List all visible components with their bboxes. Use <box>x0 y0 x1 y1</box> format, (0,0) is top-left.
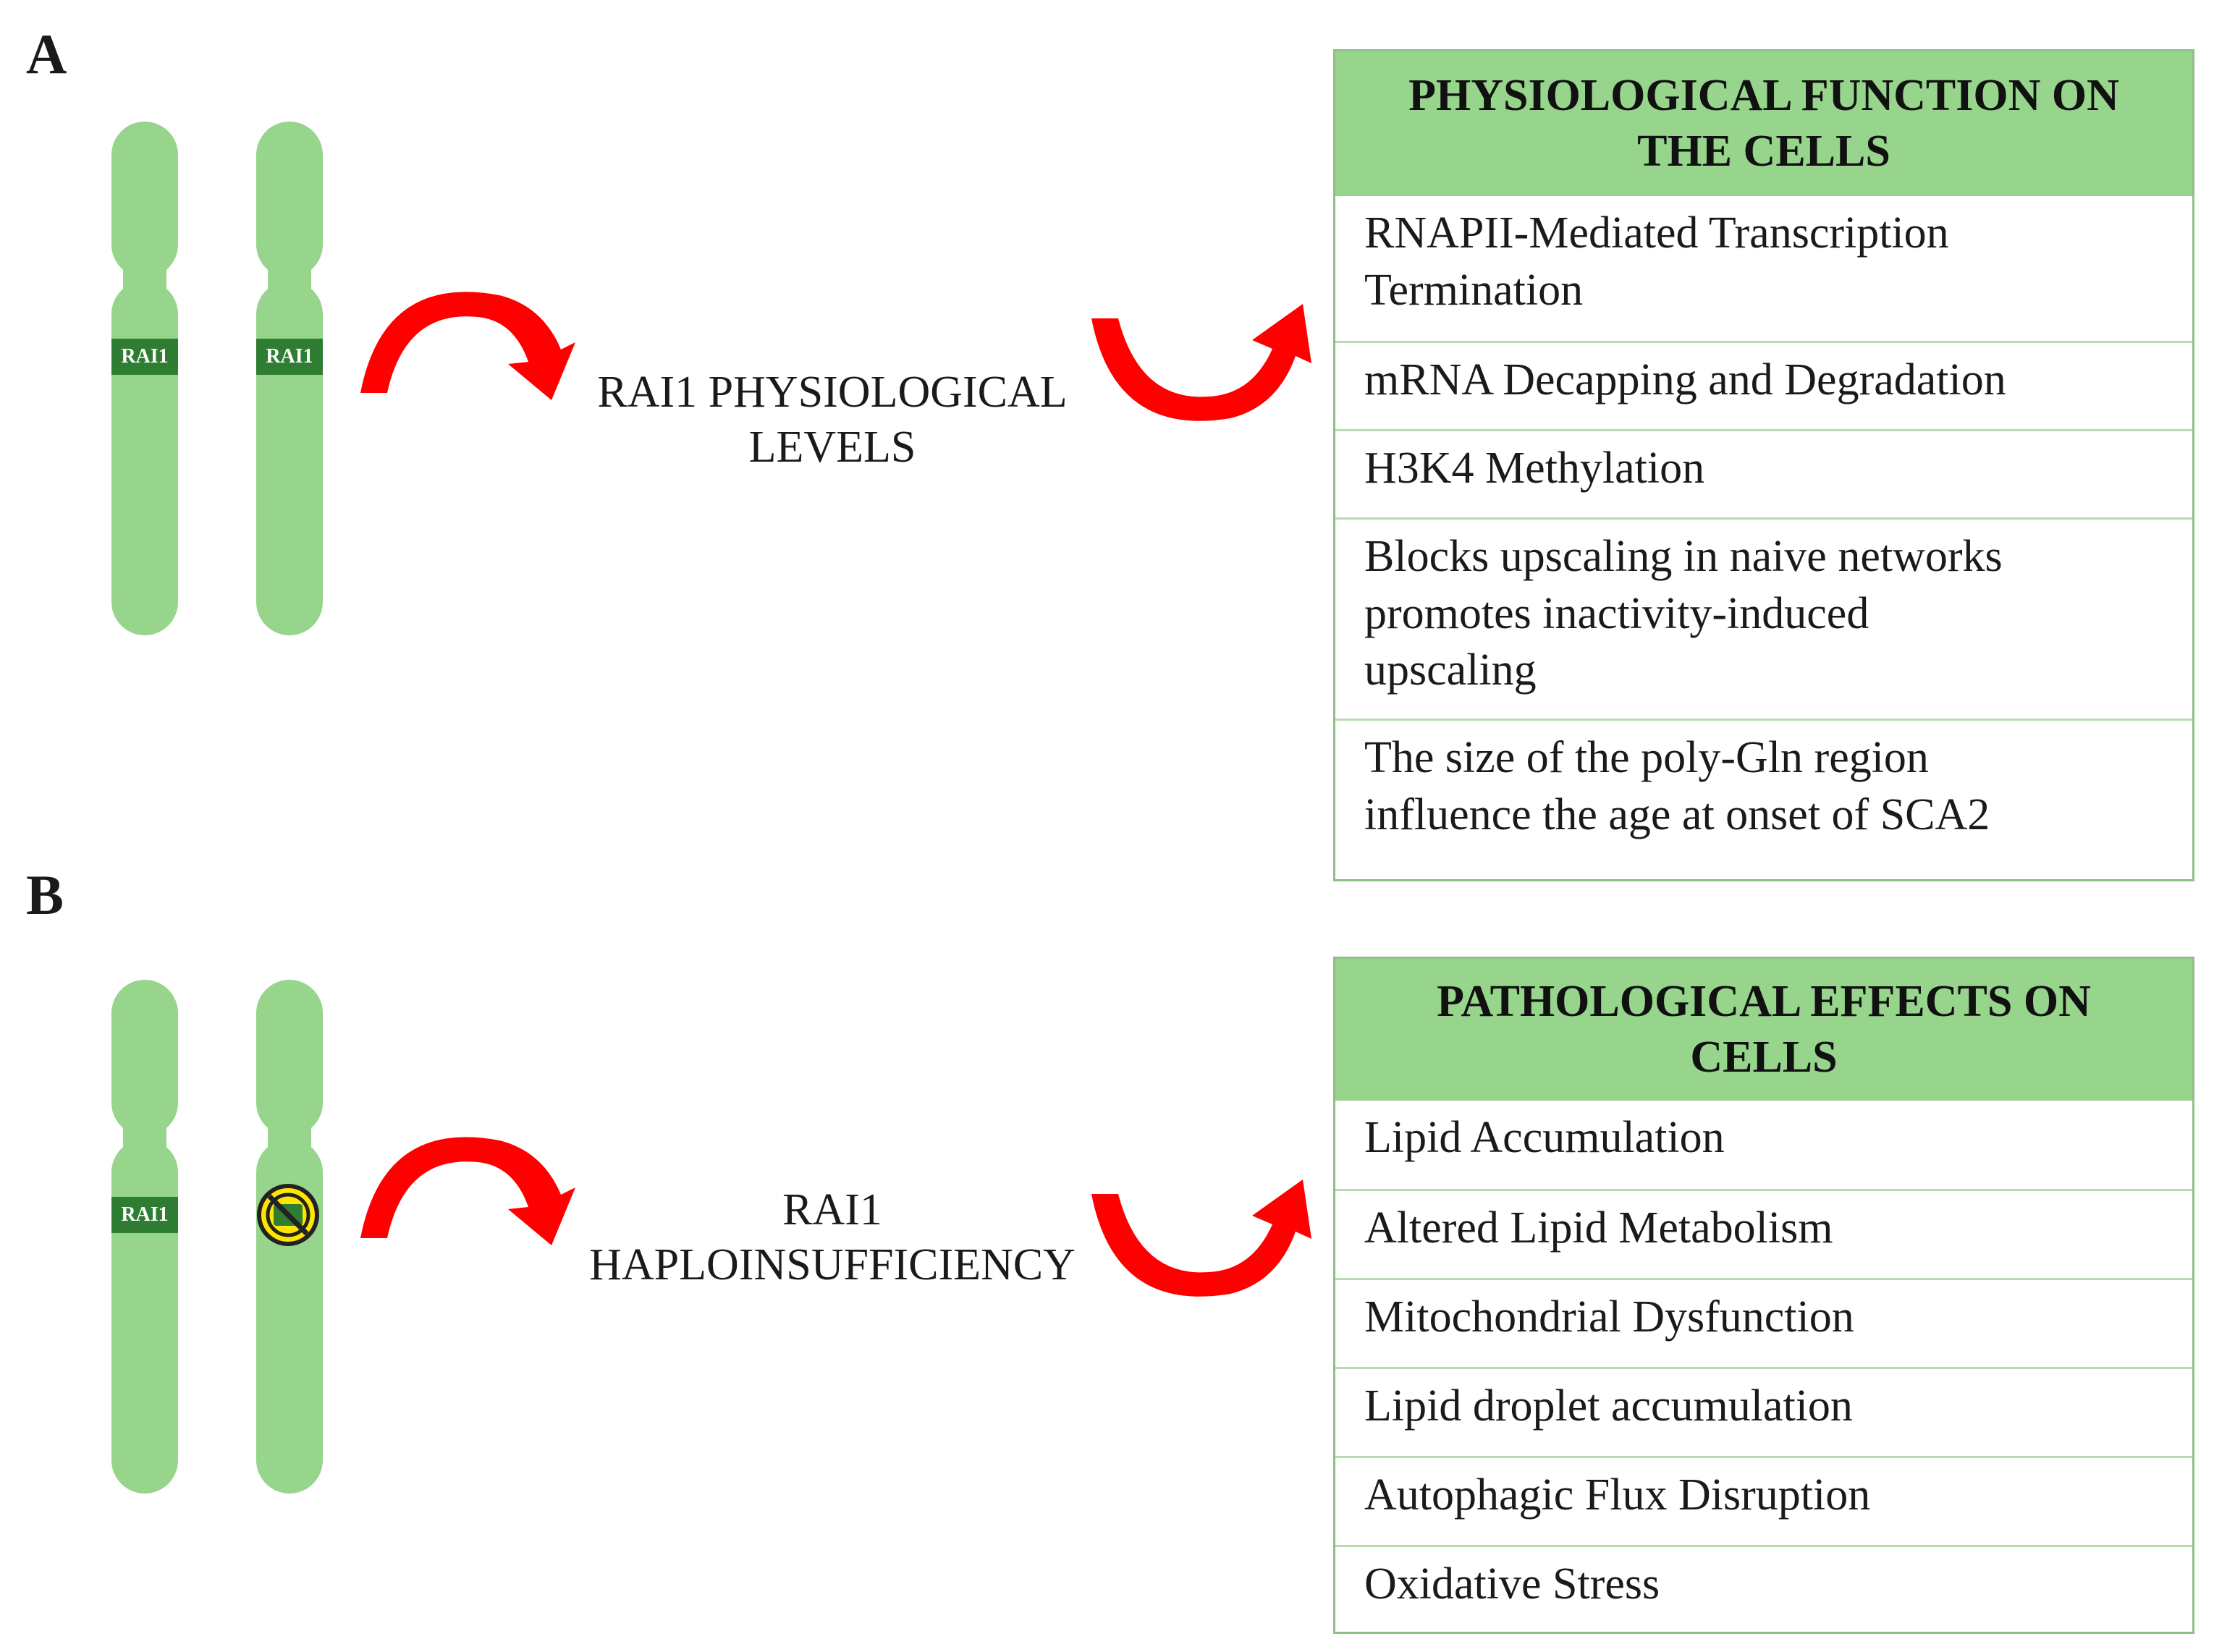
table-row: RNAPII-Mediated Transcription Terminatio… <box>1364 208 1949 315</box>
table-row: Mitochondrial Dysfunction <box>1335 1278 2192 1367</box>
no-symbol-icon <box>257 1184 319 1246</box>
table-row: The size of the poly-Gln region influenc… <box>1335 719 2192 879</box>
chromosome-1: RAI1 <box>111 980 178 1494</box>
table-header: PHYSIOLOGICAL FUNCTION ON THE CELLS <box>1335 51 2192 196</box>
table-row: Lipid Accumulation <box>1364 1113 1725 1162</box>
table-rows: Lipid Accumulation Altered Lipid Metabol… <box>1335 1101 2192 1632</box>
gene-band-rai1 <box>111 1197 178 1233</box>
curved-arrow-up-icon <box>1091 1179 1311 1297</box>
physiological-function-table: PHYSIOLOGICAL FUNCTION ON THE CELLS RNAP… <box>1333 49 2194 881</box>
gene-label: RAI1 <box>266 345 313 368</box>
table-row: Autophagic Flux Disruption <box>1335 1456 2192 1545</box>
level-label-physiological: RAI1 PHYSIOLOGICAL LEVELS <box>597 368 1068 472</box>
table-row: Blocks upscaling in naive networks promo… <box>1335 517 2192 719</box>
chromosome-1: RAI1 <box>111 122 178 635</box>
table-header: PATHOLOGICAL EFFECTS ON CELLS <box>1335 959 2192 1101</box>
gene-band-rai1 <box>111 339 178 375</box>
gene-label: RAI1 <box>121 345 168 368</box>
table-row: H3K4 Methylation <box>1335 429 2192 517</box>
gene-label: RAI1 <box>121 1203 168 1226</box>
level-label-haploinsufficiency: RAI1 HAPLOINSUFFICIENCY <box>589 1185 1076 1289</box>
panel-label-b: B <box>26 863 64 926</box>
table-row: Altered Lipid Metabolism <box>1335 1189 2192 1278</box>
table-row: Oxidative Stress <box>1335 1545 2192 1632</box>
table-row: Lipid droplet accumulation <box>1335 1367 2192 1456</box>
table-row: mRNA Decapping and Degradation <box>1335 341 2192 429</box>
panel-label-a: A <box>26 22 67 85</box>
chromosome-pair-normal: RAI1 RAI1 <box>111 122 323 635</box>
curved-arrow-up-icon <box>1091 304 1311 421</box>
curved-arrow-down-icon <box>360 292 575 400</box>
chromosome-pair-haploinsufficient: RAI1 <box>111 980 323 1494</box>
pathological-effects-table: PATHOLOGICAL EFFECTS ON CELLS Lipid Accu… <box>1333 957 2194 1634</box>
table-rows: RNAPII-Mediated Transcription Terminatio… <box>1335 196 2192 879</box>
chromosome-2 <box>256 980 323 1494</box>
curved-arrow-down-icon <box>360 1137 575 1245</box>
chromosome-2: RAI1 <box>256 122 323 635</box>
gene-band-rai1 <box>256 339 323 375</box>
